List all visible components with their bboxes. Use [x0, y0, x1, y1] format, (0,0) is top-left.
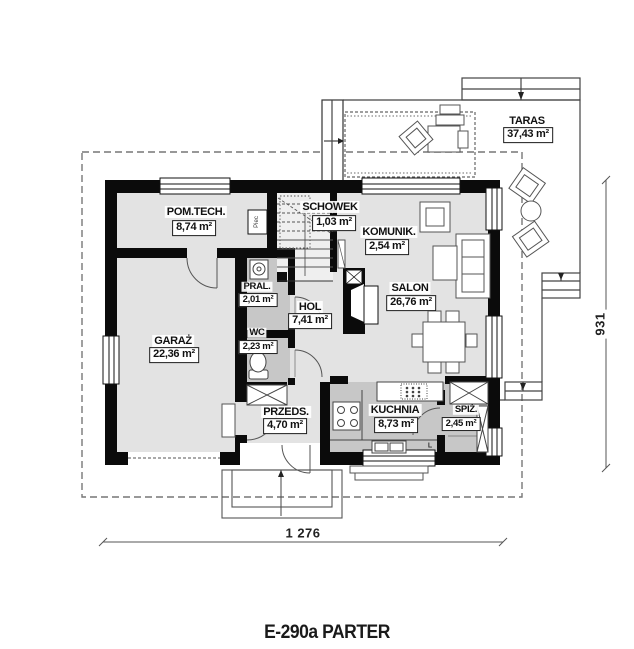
window [485, 187, 503, 231]
chair-icon [445, 361, 460, 374]
chair-icon [427, 361, 442, 374]
room-name-garaz: GARAŻ [152, 334, 194, 348]
room-name-przeds: PRZEDS. [261, 405, 311, 419]
fridge-label: L [427, 442, 433, 450]
room-area-pomtech: 8,74 m² [172, 220, 216, 236]
room-area-schowek: 1,03 m² [312, 215, 356, 231]
entry-door [240, 443, 320, 474]
window [159, 177, 231, 195]
chair-icon [445, 310, 460, 323]
dimension-width: 1 276 [282, 525, 324, 541]
porch-steps [221, 469, 343, 519]
room-area-komunik: 2,54 m² [365, 239, 409, 255]
furnace-label: Piec [254, 216, 260, 228]
terrace-round-table-icon [520, 200, 542, 222]
chair-icon [427, 310, 442, 323]
window [361, 177, 461, 195]
washer-icon [249, 259, 269, 280]
kitchen-steps [349, 465, 429, 481]
terrace-furniture [398, 104, 550, 258]
garage-door [128, 452, 220, 465]
room-name-schowek: SCHOWEK [300, 200, 360, 214]
roof-outline [81, 151, 523, 498]
salon-furniture [411, 201, 491, 374]
room-name-salon: SALON [389, 281, 431, 295]
dimension-height: 931 [592, 309, 608, 339]
room-area-taras: 37,43 m² [503, 127, 553, 143]
room-area-garaz: 22,36 m² [149, 347, 199, 363]
room-area-pral: 2,01 m² [238, 293, 278, 307]
chair-icon [411, 333, 424, 348]
window [102, 335, 120, 385]
dining-table-icon [422, 321, 466, 363]
fireplace-icon [345, 269, 379, 325]
room-name-hol: HOL [296, 300, 324, 314]
grill-icon [439, 104, 461, 115]
kitchen-fittings [330, 381, 444, 454]
chair-icon [465, 333, 478, 348]
terrace-table-icon [427, 125, 461, 153]
room-area-spiz: 2,45 m² [441, 417, 481, 431]
room-area-wc: 2,23 m² [238, 340, 278, 354]
room-name-taras: TARAS [507, 114, 547, 128]
grill-icon [435, 114, 465, 126]
wardrobe-icon [246, 384, 288, 406]
schowek-area [279, 195, 311, 249]
terrace [321, 77, 581, 401]
room-name-pomtech: POM.TECH. [164, 205, 228, 219]
window [362, 449, 436, 467]
room-name-wc: WC [247, 326, 267, 339]
plan-title: E-290a PARTER [264, 622, 390, 643]
room-name-spiz: SPIŻ. [452, 403, 480, 416]
room-area-salon: 26,76 m² [386, 295, 436, 311]
window [485, 315, 503, 379]
toilet-icon [248, 351, 269, 380]
house [102, 177, 503, 519]
radiator-icon [337, 239, 346, 269]
terrace-bench-icon [457, 130, 469, 149]
room-name-kuchnia: KUCHNIA [368, 403, 422, 417]
room-area-kuchnia: 8,73 m² [374, 417, 418, 433]
windows [102, 177, 503, 467]
room-area-przeds: 4,70 m² [263, 418, 307, 434]
room-name-komunik: KOMUNIK. [360, 225, 418, 239]
room-area-hol: 7,41 m² [288, 313, 332, 329]
furnace-icon [247, 209, 268, 235]
coffee-table-icon [432, 245, 458, 281]
room-name-pral: PRAL. [241, 280, 273, 293]
